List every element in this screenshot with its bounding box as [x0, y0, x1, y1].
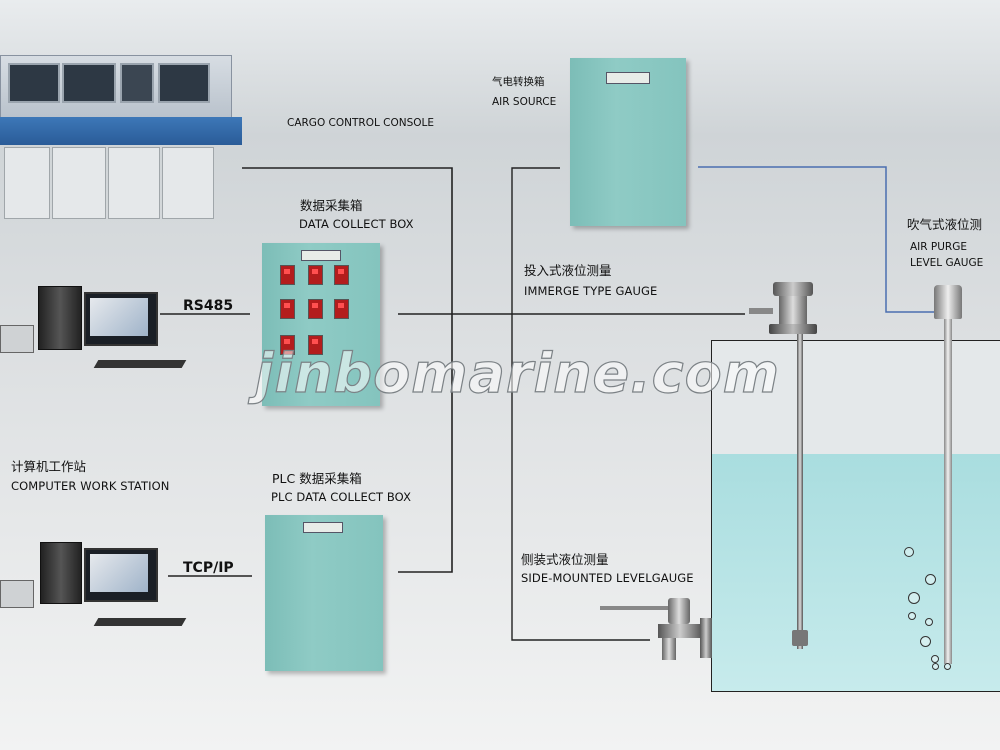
side-gauge-label-en: SIDE-MOUNTED LEVELGAUGE [521, 571, 694, 585]
tank-liquid [712, 454, 1000, 691]
cargo-console-label: CARGO CONTROL CONSOLE [287, 117, 435, 129]
data-box-label-en: DATA COLLECT BOX [299, 217, 414, 231]
data-box-label-cn: 数据采集箱 [300, 198, 363, 213]
air-purge-line [698, 166, 936, 313]
watermark: jinbomarine.com [254, 341, 781, 405]
air-purge-label-en2: LEVEL GAUGE [910, 257, 984, 269]
bubble [925, 574, 936, 585]
air-purge-label-cn: 吹气式液位测 [907, 217, 983, 232]
air-source-label-cn: 气电转换箱 [492, 76, 545, 88]
data-collect-box [262, 243, 380, 406]
air-purge-gauge [930, 285, 970, 670]
immerge-label-cn: 投入式液位测量 [524, 263, 612, 278]
cargo-control-console [0, 55, 242, 220]
air-purge-label-en1: AIR PURGE [910, 241, 967, 253]
bubble [925, 618, 933, 626]
tcpip-label: TCP/IP [183, 560, 234, 576]
bubble [931, 655, 939, 663]
immerge-label-en: IMMERGE TYPE GAUGE [524, 284, 658, 298]
air-source-to-side-gauge-wire [511, 167, 650, 641]
side-mounted-gauge [600, 598, 715, 668]
air-source-box [570, 58, 686, 226]
rs485-label: RS485 [183, 298, 234, 314]
console-to-plc-wire [242, 167, 453, 573]
bubble [944, 663, 951, 670]
side-gauge-label-cn: 侧装式液位测量 [521, 552, 609, 567]
plc-box-label-en: PLC DATA COLLECT BOX [271, 490, 412, 504]
plc-box-label-cn: PLC 数据采集箱 [272, 471, 362, 486]
bubble [908, 612, 916, 620]
bubble [920, 636, 931, 647]
workstation-label-en: COMPUTER WORK STATION [11, 479, 170, 493]
computer-workstation-2 [0, 538, 190, 638]
plc-data-collect-box [265, 515, 383, 671]
workstation-label-cn: 计算机工作站 [11, 459, 87, 474]
immerge-gauge [745, 280, 835, 670]
air-source-label-en: AIR SOURCE [492, 96, 557, 108]
bubble [932, 663, 939, 670]
bubble [908, 592, 920, 604]
computer-workstation-1 [0, 280, 190, 380]
bubble [904, 547, 914, 557]
